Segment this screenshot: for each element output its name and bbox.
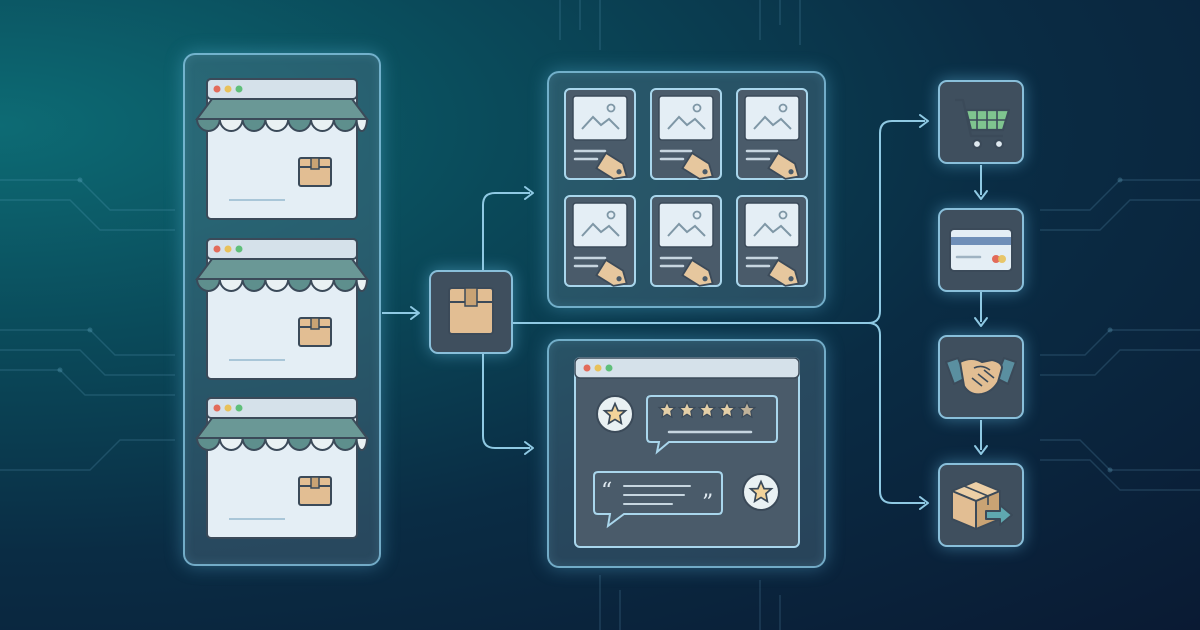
storefront-icon <box>196 78 368 220</box>
package-icon <box>448 287 494 335</box>
star-icon <box>596 395 634 433</box>
storefront-icon <box>196 238 368 380</box>
shopping-cart-icon <box>955 98 1011 150</box>
product-card <box>563 194 637 293</box>
svg-text:”: ” <box>702 491 713 516</box>
storefront-icon <box>196 397 368 539</box>
product-card <box>649 194 723 293</box>
credit-card-icon <box>949 228 1013 272</box>
product-card <box>649 87 723 186</box>
connector-arrowheads <box>410 114 988 510</box>
svg-text:“: “ <box>601 479 612 504</box>
quote-icon: “ ” <box>593 471 723 529</box>
product-card <box>563 87 637 186</box>
package-shipping-icon <box>951 480 1013 530</box>
handshake-icon <box>945 357 1017 396</box>
product-card <box>735 87 809 186</box>
connectors <box>382 120 982 504</box>
star-icon <box>742 473 780 511</box>
product-card <box>735 194 809 293</box>
